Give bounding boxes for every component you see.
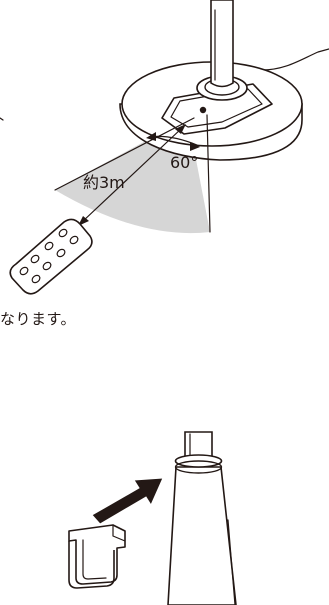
remote-button — [42, 261, 52, 271]
remote-button — [31, 274, 41, 284]
remote-button — [69, 235, 79, 245]
angle-label: 60° — [170, 153, 198, 172]
cord-clip-back — [68, 524, 126, 585]
edge-tick — [0, 117, 4, 121]
angle-arc-head-right — [190, 142, 200, 151]
cord-clip — [68, 524, 126, 589]
remote-button — [19, 266, 29, 276]
remote-range-diagram: 約3m 60° — [0, 0, 329, 295]
control-panel — [161, 83, 273, 135]
sector-edge-right — [206, 114, 211, 233]
remote-button — [56, 248, 66, 258]
attach-direction-arrow — [91, 477, 164, 525]
angle-arc-head-left — [146, 132, 156, 141]
distance-label: 約3m — [83, 173, 125, 192]
lower-pole-body — [167, 466, 237, 605]
cord-clip-front — [68, 541, 115, 589]
receiver-sensor — [199, 106, 207, 114]
remote-button — [44, 241, 54, 251]
distance-arrow-line — [81, 127, 183, 223]
distance-arrow-head-top — [175, 124, 186, 134]
distance-arrow-head-bottom — [78, 216, 89, 226]
power-cord — [261, 48, 329, 71]
fan-pole — [210, 0, 234, 88]
cord-clip-inner — [82, 539, 107, 580]
remote-button — [30, 254, 40, 264]
pole-ring-lower — [174, 460, 223, 474]
sector-edge-left — [54, 117, 195, 191]
remote-button — [58, 228, 68, 238]
instruction-text-fragment: なります。 — [0, 310, 77, 328]
lower-pole-inner-line — [227, 519, 236, 605]
cord-clip-tab — [112, 524, 126, 542]
remote-control-body — [9, 218, 93, 295]
clip-attachment-diagram — [68, 431, 237, 605]
control-panel-inner — [170, 88, 263, 128]
remote-control — [9, 218, 93, 295]
